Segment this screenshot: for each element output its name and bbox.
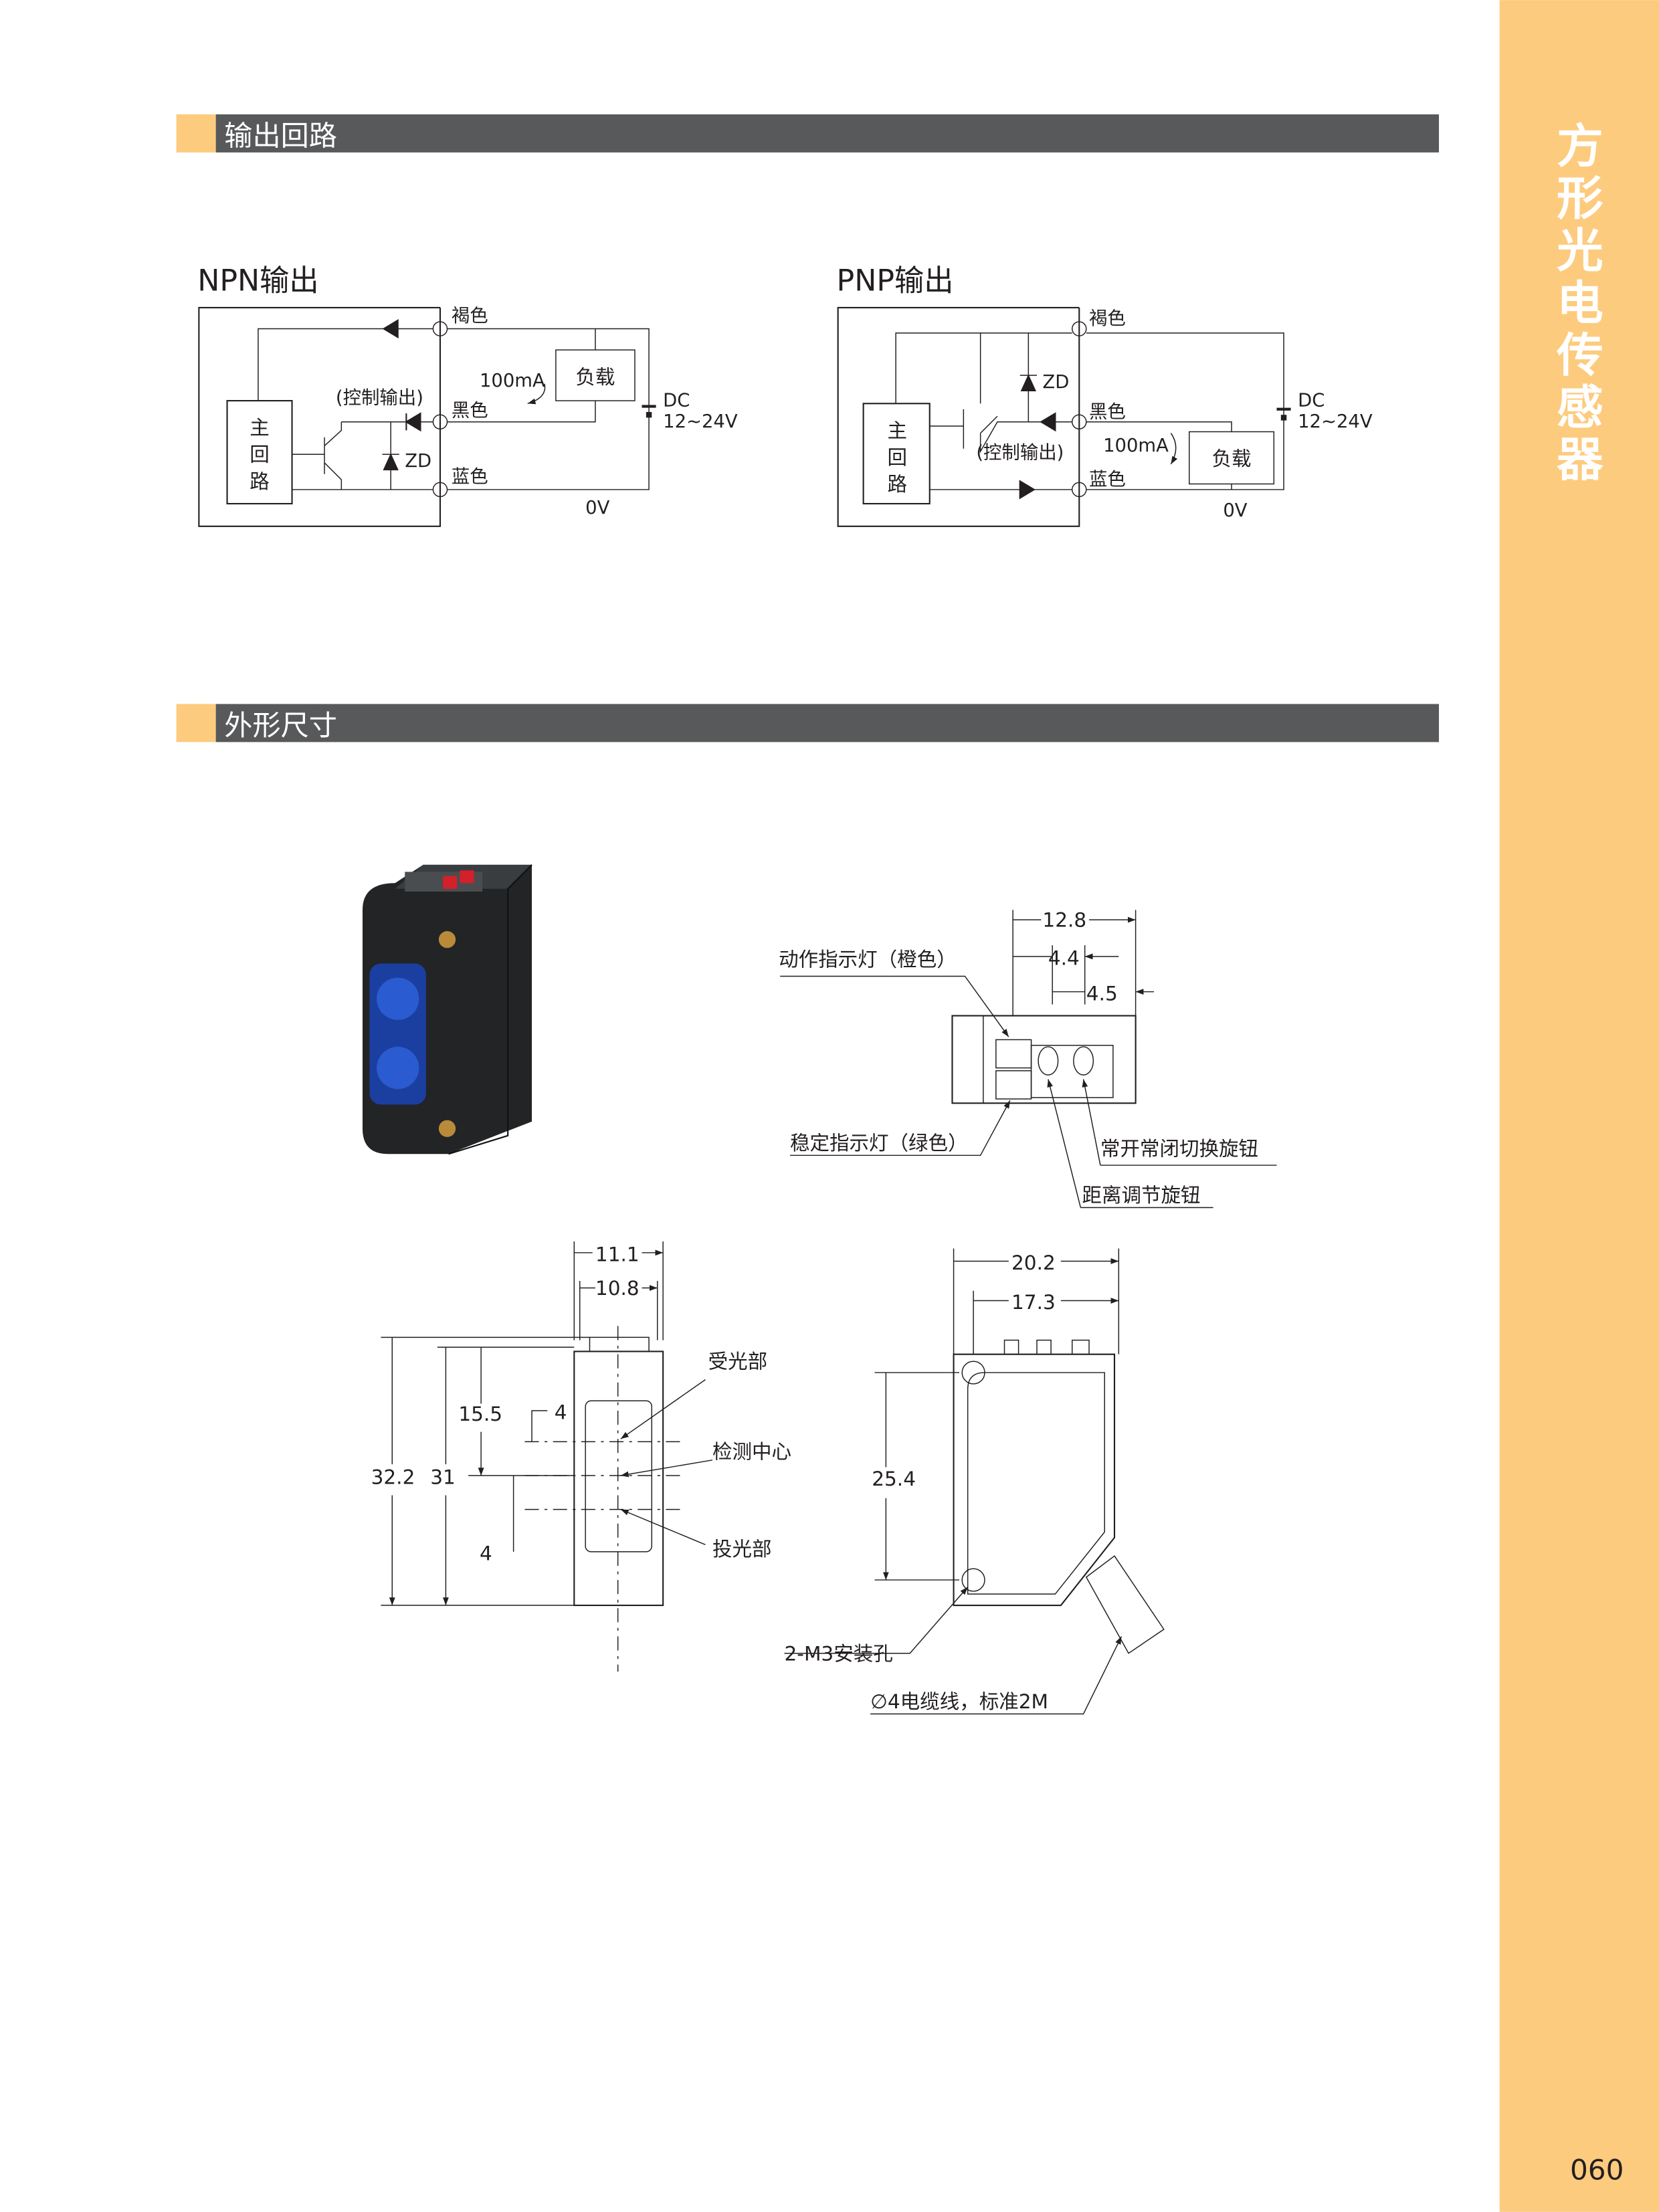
- svg-text:12~24V: 12~24V: [1298, 411, 1373, 432]
- svg-text:20.2: 20.2: [1011, 1251, 1056, 1274]
- svg-text:31: 31: [430, 1466, 456, 1489]
- sidebar-title-char: 传: [1556, 328, 1603, 383]
- svg-text:DC: DC: [663, 391, 690, 411]
- svg-text:负载: 负载: [1211, 447, 1251, 470]
- svg-text:DC: DC: [1298, 391, 1325, 411]
- svg-text:(控制输出): (控制输出): [976, 443, 1064, 464]
- svg-text:输出回路: 输出回路: [224, 119, 337, 152]
- svg-text:32.2: 32.2: [371, 1466, 415, 1489]
- svg-text:稳定指示灯（绿色）: 稳定指示灯（绿色）: [790, 1132, 968, 1154]
- svg-text:黑色: 黑色: [452, 400, 488, 421]
- svg-text:黑色: 黑色: [1089, 401, 1126, 422]
- svg-text:回: 回: [250, 443, 270, 466]
- svg-text:主: 主: [887, 419, 907, 442]
- svg-text:4: 4: [555, 1401, 567, 1424]
- svg-text:0V: 0V: [585, 498, 609, 518]
- svg-text:外形尺寸: 外形尺寸: [224, 709, 337, 742]
- svg-text:褐色: 褐色: [452, 306, 488, 326]
- section-header-dimensions: 外形尺寸: [176, 704, 1440, 742]
- svg-text:∅4电缆线，标准2M: ∅4电缆线，标准2M: [870, 1690, 1048, 1713]
- svg-text:距离调节旋钮: 距离调节旋钮: [1082, 1184, 1200, 1207]
- sidebar-title-char: 感: [1557, 381, 1603, 435]
- svg-text:褐色: 褐色: [1089, 308, 1126, 329]
- svg-text:11.1: 11.1: [595, 1243, 640, 1266]
- sidebar-title-char: 光: [1557, 224, 1603, 278]
- pnp-title: PNP输出: [837, 264, 954, 298]
- svg-text:100mA: 100mA: [480, 371, 545, 391]
- svg-text:路: 路: [887, 473, 907, 496]
- svg-text:常开常闭切换旋钮: 常开常闭切换旋钮: [1100, 1137, 1258, 1160]
- svg-text:方形光电传感器: 方形光电传感器: [1556, 120, 1604, 487]
- sidebar-title-char: 器: [1557, 433, 1604, 487]
- svg-text:蓝色: 蓝色: [452, 466, 488, 487]
- sidebar-title-char: 形: [1557, 172, 1603, 226]
- svg-text:12~24V: 12~24V: [663, 411, 738, 432]
- svg-text:动作指示灯（橙色）: 动作指示灯（橙色）: [779, 948, 957, 971]
- svg-text:回: 回: [887, 446, 907, 469]
- svg-text:100mA: 100mA: [1103, 435, 1169, 456]
- svg-text:负载: 负载: [575, 366, 615, 389]
- svg-text:15.5: 15.5: [458, 1403, 502, 1425]
- svg-text:(控制输出): (控制输出): [336, 387, 423, 408]
- svg-text:投光部: 投光部: [712, 1538, 772, 1561]
- product-photo: [362, 864, 532, 1155]
- svg-text:10.8: 10.8: [595, 1277, 640, 1300]
- svg-text:检测中心: 检测中心: [712, 1441, 791, 1464]
- svg-text:蓝色: 蓝色: [1089, 470, 1126, 490]
- svg-text:4.5: 4.5: [1086, 982, 1118, 1005]
- svg-text:12.8: 12.8: [1042, 909, 1086, 932]
- svg-text:ZD: ZD: [1042, 372, 1069, 393]
- sidebar: [1499, 0, 1659, 2212]
- sidebar-title: 方形光电传感器: [1556, 120, 1604, 487]
- front-view-drawing: 20.2 17.3 25.4 2-M3安装孔 ∅4电缆线，标准2M: [785, 1248, 1165, 1715]
- svg-text:25.4: 25.4: [872, 1468, 916, 1490]
- svg-text:2-M3安装孔: 2-M3安装孔: [785, 1642, 893, 1665]
- svg-text:受光部: 受光部: [708, 1350, 768, 1373]
- svg-text:0V: 0V: [1223, 500, 1247, 521]
- svg-text:ZD: ZD: [405, 451, 431, 472]
- svg-text:17.3: 17.3: [1011, 1291, 1056, 1314]
- page-number: 060: [1570, 2153, 1624, 2186]
- sidebar-title-char: 方: [1557, 120, 1603, 174]
- sidebar-title-char: 电: [1557, 276, 1603, 330]
- svg-text:主: 主: [250, 417, 270, 439]
- svg-text:路: 路: [250, 470, 270, 493]
- section-header-output-circuit: 输出回路: [176, 114, 1440, 153]
- npn-title: NPN输出: [197, 264, 318, 298]
- top-view-drawing: 12.8 4.4 4.5 动作指示灯（橙色） 稳定指示灯（绿色） 常开常闭切换旋钮距离…: [779, 909, 1277, 1209]
- svg-text:4: 4: [480, 1542, 492, 1565]
- svg-text:4.4: 4.4: [1048, 947, 1080, 970]
